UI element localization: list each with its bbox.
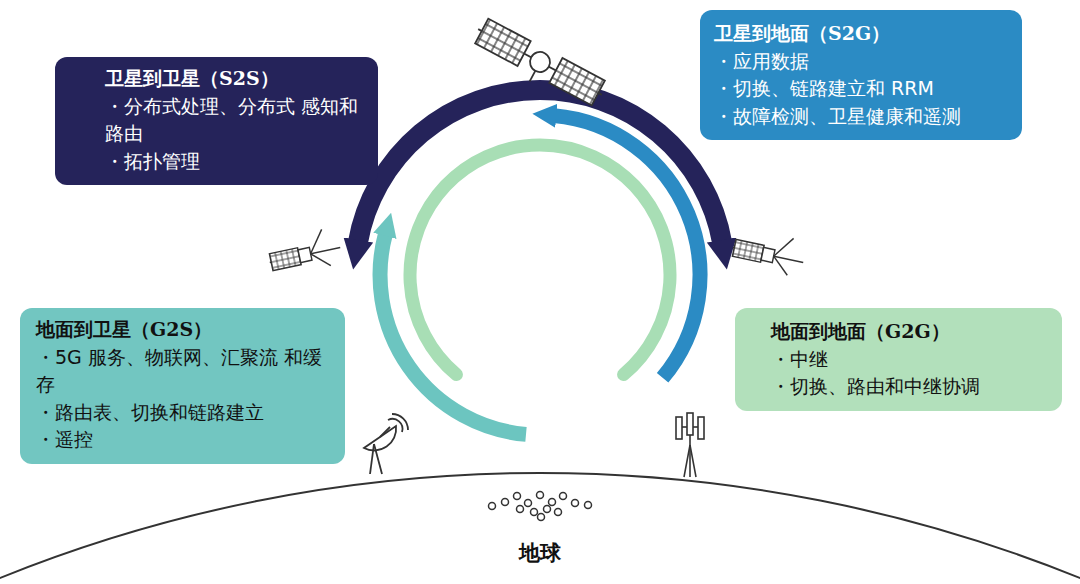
bullet-item: ・中继 — [771, 346, 1048, 374]
bullet-item: ・遥控 — [36, 426, 331, 454]
bullet-item: ・切换、链路建立和 RRM — [714, 75, 1008, 103]
bullet-item: ・5G 服务、物联网、汇聚流 和缓存 — [36, 344, 331, 399]
cell-tower — [676, 413, 704, 477]
earth-outline — [0, 473, 1080, 580]
box-heading: 地面到卫星（G2S） — [36, 316, 331, 344]
box-heading: 卫星到卫星（S2S） — [105, 65, 362, 93]
box-heading: 地面到地面（G2G） — [771, 318, 1048, 346]
earth-label: 地球 — [519, 539, 561, 567]
dish-antenna — [364, 414, 408, 474]
s2s-box: 卫星到卫星（S2S）・分布式处理、分布式 感知和路由・拓扑管理 — [55, 57, 378, 185]
bullet-item: ・故障检测、卫星健康和遥测 — [714, 103, 1008, 131]
g2g-arc — [410, 145, 670, 375]
s2g-box: 卫星到地面（S2G）・应用数据・切换、链路建立和 RRM・故障检测、卫星健康和遥… — [700, 10, 1022, 140]
bullet-item: ・拓扑管理 — [105, 148, 362, 176]
bullet-item: ・分布式处理、分布式 感知和路由 — [105, 93, 362, 148]
g2s-arc — [380, 234, 526, 435]
box-heading: 卫星到地面（S2G） — [714, 20, 1008, 48]
satellite-icon — [468, 17, 609, 115]
g2s-box: 地面到卫星（G2S）・5G 服务、物联网、汇聚流 和缓存・路由表、切换和链路建立… — [20, 308, 345, 464]
population-dots — [489, 492, 592, 521]
satellite-icon — [265, 226, 343, 278]
bullet-item: ・切换、路由和中继协调 — [771, 373, 1048, 401]
satellite-icon — [729, 226, 807, 278]
bullet-item: ・应用数据 — [714, 48, 1008, 76]
bullet-item: ・路由表、切换和链路建立 — [36, 399, 331, 427]
g2g-box: 地面到地面（G2G）・中继・切换、路由和中继协调 — [735, 308, 1062, 411]
